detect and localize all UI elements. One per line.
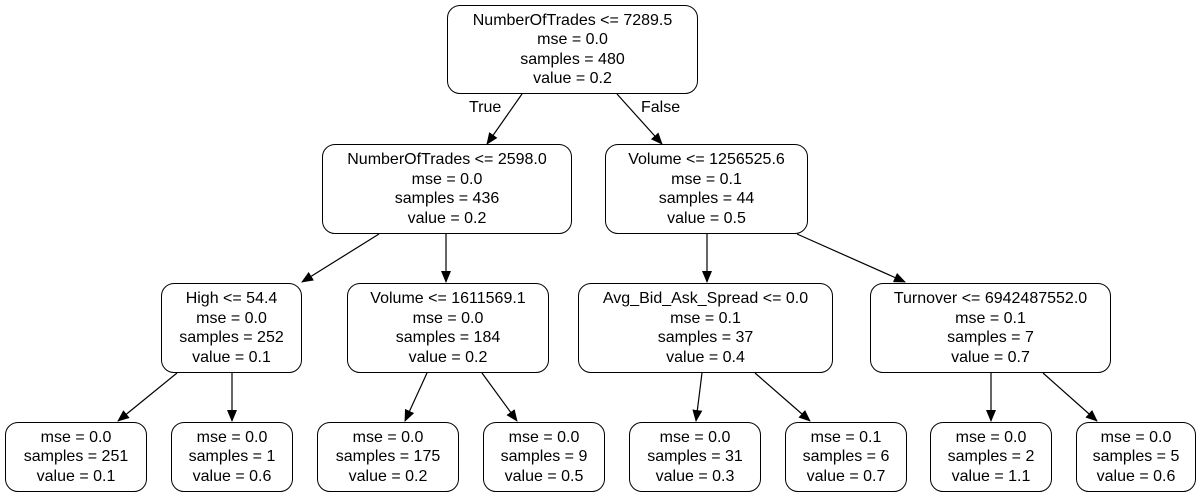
node-line: NumberOfTrades <= 7289.5 (472, 11, 673, 29)
node-line: samples = 44 (658, 190, 755, 207)
node-line: value = 0.6 (1096, 467, 1176, 485)
node-line: value = 0.2 (408, 348, 488, 366)
node-line: value = 0.2 (348, 467, 428, 485)
decision-node-n4: Volume <= 1611569.1 mse = 0.0 samples = 18… (347, 283, 549, 373)
node-line: value = 0.1 (192, 348, 271, 366)
node-line: samples = 175 (335, 448, 441, 466)
node-line: mse = 0.1 (955, 309, 1026, 327)
node-line: mse = 0.0 (352, 428, 424, 446)
node-line: samples = 31 (647, 448, 743, 466)
node-line: mse = 0.1 (670, 309, 741, 327)
node-line: Avg_Bid_Ask_Spread <= 0.0 (602, 290, 809, 307)
node-line: value = 0.1 (36, 467, 116, 485)
node-line: High <= 54.4 (185, 290, 278, 307)
node-line: mse = 0.0 (508, 428, 580, 446)
node-line: mse = 0.0 (196, 428, 268, 446)
decision-node-n3: High <= 54.4 mse = 0.0 samples = 252 value … (161, 283, 302, 373)
node-line: mse = 0.0 (411, 170, 483, 188)
node-line: samples = 7 (947, 329, 1034, 346)
decision-node-n1: NumberOfTrades <= 2598.0 mse = 0.0 samples… (322, 144, 572, 234)
edge-n0-to-n1 (486, 93, 523, 145)
node-line: samples = 37 (657, 329, 754, 346)
node-line: mse = 0.0 (659, 428, 731, 446)
node-line: value = 0.7 (806, 467, 886, 485)
node-line: mse = 0.0 (196, 309, 267, 327)
node-line: Volume <= 1611569.1 (370, 290, 526, 307)
node-line: samples = 251 (23, 448, 129, 466)
edge-n0-to-n2 (616, 93, 663, 145)
node-line: value = 1.1 (951, 467, 1031, 485)
node-line: value = 0.5 (667, 209, 746, 227)
edge-n2-to-n6 (796, 233, 906, 283)
node-line: value = 0.6 (192, 467, 272, 485)
node-line: samples = 480 (520, 50, 625, 68)
node-line: mse = 0.1 (810, 428, 882, 446)
decision-node-n2: Volume <= 1256525.6 mse = 0.1 samples = 44… (605, 144, 808, 234)
node-line: samples = 436 (394, 190, 500, 207)
node-line: samples = 2 (947, 448, 1035, 466)
node-line: value = 0.2 (533, 70, 612, 87)
decision-node-n5: Avg_Bid_Ask_Spread <= 0.0 mse = 0.1 sample… (578, 283, 833, 373)
node-line: samples = 252 (179, 329, 284, 346)
node-line: mse = 0.0 (40, 428, 112, 446)
edge-n5-to-n12 (754, 372, 811, 422)
node-line: mse = 0.0 (1100, 428, 1172, 446)
node-line: samples = 5 (1092, 448, 1180, 466)
node-line: value = 0.4 (666, 348, 745, 366)
node-line: value = 0.5 (504, 467, 584, 485)
node-line: mse = 0.0 (412, 309, 484, 327)
edge-n4-to-n10 (481, 372, 518, 422)
node-line: value = 0.2 (407, 209, 487, 227)
node-line: samples = 9 (500, 448, 588, 466)
edge-n4-to-n9 (404, 372, 428, 422)
false-edge-label: False (641, 99, 681, 116)
node-line: mse = 0.0 (955, 428, 1027, 446)
decision-node-n0: NumberOfTrades <= 7289.5 mse = 0.0 samples… (447, 5, 698, 94)
node-line: samples = 184 (395, 329, 501, 346)
node-line: samples = 6 (802, 448, 890, 466)
node-line: value = 0.3 (655, 467, 735, 485)
edge-n6-to-n14 (1042, 372, 1098, 422)
node-line: mse = 0.1 (671, 170, 742, 188)
node-line: Volume <= 1256525.6 (628, 151, 785, 168)
node-line: value = 0.7 (951, 348, 1030, 366)
edge-n5-to-n11 (692, 372, 703, 422)
node-line: mse = 0.0 (537, 31, 608, 48)
node-line: samples = 1 (188, 448, 276, 466)
edge-n1-to-n3 (301, 233, 380, 283)
edge-n3-to-n7 (117, 372, 178, 422)
true-edge-label: True (469, 99, 502, 116)
decision-node-n6: Turnover <= 6942487552.0 mse = 0.1 samples… (870, 283, 1111, 373)
node-line: NumberOfTrades <= 2598.0 (347, 151, 547, 168)
node-line: Turnover <= 6942487552.0 (893, 290, 1088, 307)
